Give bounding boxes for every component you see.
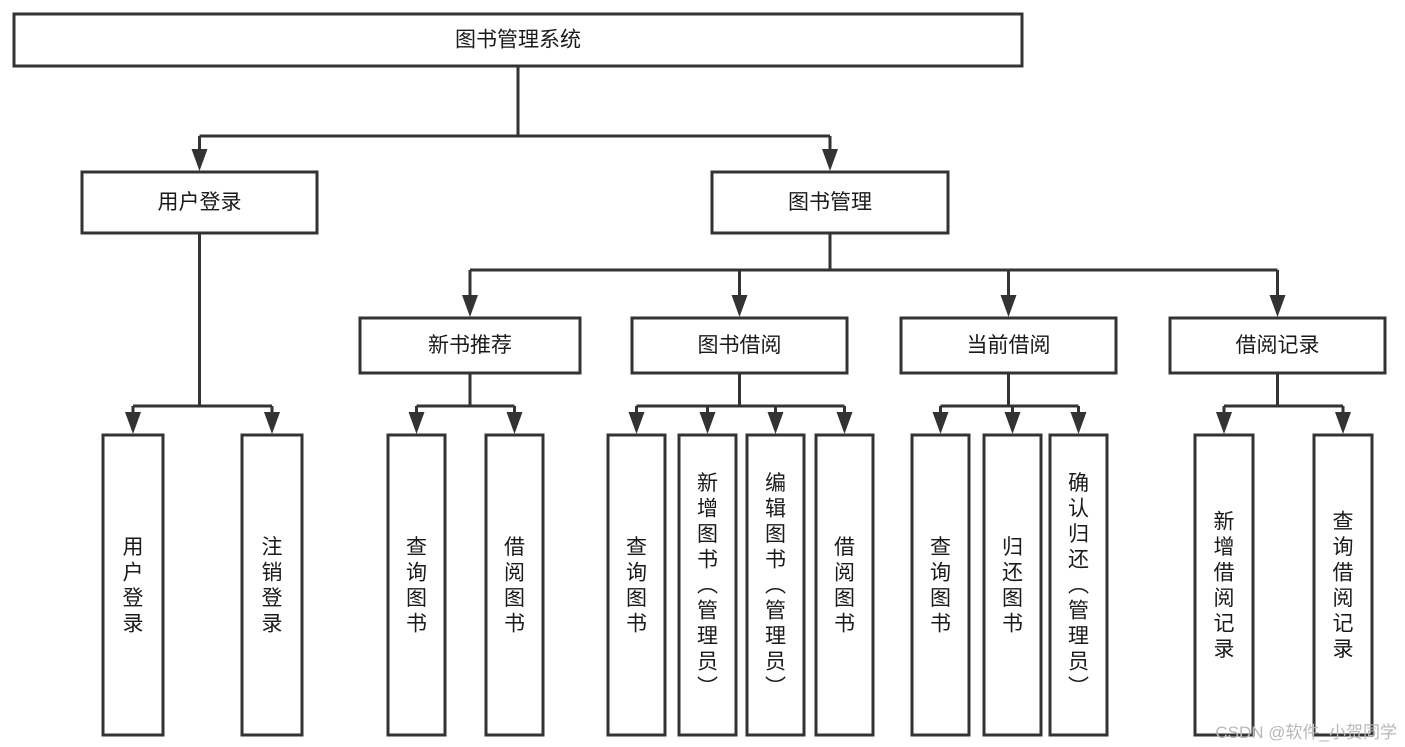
node-label-leaf-borrow-book-2: 借阅图书 [834, 536, 855, 636]
node-label-leaf-query-book-2: 查询图书 [626, 536, 647, 636]
node-leaf-user-login[interactable]: 用户登录 [101, 433, 165, 737]
connector-layer [125, 66, 1351, 434]
node-leaf-return-book[interactable]: 归还图书 [982, 433, 1043, 737]
node-new-book-rec[interactable]: 新书推荐 [358, 316, 582, 375]
connector-group-new-book-rec [408, 373, 523, 434]
node-box-current-borrow[interactable] [899, 316, 1118, 375]
connector-group-root [191, 66, 838, 171]
arrow-head-leaf-logout [264, 412, 280, 434]
node-user-login[interactable]: 用户登录 [80, 170, 319, 235]
node-book-manage[interactable]: 图书管理 [710, 170, 950, 235]
node-label-book-manage: 图书管理 [788, 191, 872, 214]
connector-group-borrow-record [1216, 373, 1351, 434]
node-box-borrow-record[interactable] [1168, 316, 1387, 375]
node-leaf-edit-book[interactable]: 编辑图书︵管理员︶ [745, 433, 806, 737]
arrow-head-leaf-add-record [1216, 412, 1232, 434]
node-box-new-book-rec[interactable] [358, 316, 582, 375]
node-label-leaf-user-login: 用户登录 [123, 536, 144, 636]
node-label-user-login: 用户登录 [158, 191, 242, 214]
node-root[interactable]: 图书管理系统 [12, 12, 1024, 68]
node-label-leaf-edit-book: 编辑图书︵管理员︶ [765, 472, 786, 699]
node-leaf-query-record[interactable]: 查询借阅记录 [1312, 433, 1374, 737]
node-box-leaf-query-record[interactable] [1312, 433, 1374, 737]
node-leaf-query-book-2[interactable]: 查询图书 [606, 433, 667, 737]
arrow-head-user-login [191, 149, 208, 171]
arrow-head-book-manage [822, 149, 838, 171]
arrow-head-leaf-query-book-2 [628, 412, 645, 434]
node-label-borrow-record: 借阅记录 [1236, 334, 1320, 357]
arrow-head-current-borrow [1000, 295, 1017, 317]
connector-group-book-borrow [628, 373, 853, 434]
node-box-user-login[interactable] [80, 170, 319, 235]
arrow-head-leaf-query-record [1335, 412, 1351, 434]
node-layer: 图书管理系统用户登录图书管理新书推荐图书借阅当前借阅借阅记录用户登录注销登录查询… [12, 12, 1387, 737]
node-leaf-add-record[interactable]: 新增借阅记录 [1193, 433, 1255, 737]
node-leaf-logout[interactable]: 注销登录 [240, 433, 304, 737]
node-box-leaf-confirm-return[interactable] [1048, 433, 1109, 737]
arrow-head-leaf-confirm-return [1070, 412, 1087, 434]
arrow-head-leaf-query-book-3 [932, 412, 949, 434]
node-label-book-borrow: 图书借阅 [698, 334, 782, 357]
connector-group-book-manage [462, 233, 1286, 317]
node-box-book-borrow[interactable] [630, 316, 849, 375]
connector-group-current-borrow [932, 373, 1087, 434]
arrow-head-leaf-add-book [699, 412, 716, 434]
node-label-root: 图书管理系统 [455, 29, 581, 52]
node-leaf-add-book[interactable]: 新增图书︵管理员︶ [677, 433, 738, 737]
node-label-leaf-logout: 注销登录 [262, 536, 283, 636]
arrow-head-leaf-borrow-book-2 [836, 412, 853, 434]
node-box-book-manage[interactable] [710, 170, 950, 235]
node-label-leaf-add-book: 新增图书︵管理员︶ [697, 472, 718, 699]
node-box-leaf-add-record[interactable] [1193, 433, 1255, 737]
node-label-new-book-rec: 新书推荐 [428, 334, 512, 357]
arrow-head-leaf-return-book [1004, 412, 1021, 434]
node-leaf-borrow-book-1[interactable]: 借阅图书 [484, 433, 545, 737]
node-box-leaf-query-book-3[interactable] [910, 433, 971, 737]
node-label-leaf-add-record: 新增借阅记录 [1214, 510, 1235, 661]
arrow-head-borrow-record [1269, 295, 1286, 317]
node-box-root[interactable] [12, 12, 1024, 68]
arrow-head-book-borrow [731, 295, 748, 317]
arrow-head-leaf-edit-book [767, 412, 784, 434]
arrow-head-leaf-query-book-1 [408, 412, 425, 434]
csdn-watermark: CSDN @软件_小贺同学 [1215, 723, 1397, 742]
node-box-leaf-add-book[interactable] [677, 433, 738, 737]
node-label-current-borrow: 当前借阅 [967, 334, 1051, 357]
connector-group-user-login [125, 233, 280, 434]
node-book-borrow[interactable]: 图书借阅 [630, 316, 849, 375]
node-box-leaf-borrow-book-2[interactable] [814, 433, 875, 737]
node-leaf-confirm-return[interactable]: 确认归还︵管理员︶ [1048, 433, 1109, 737]
node-box-leaf-return-book[interactable] [982, 433, 1043, 737]
node-box-leaf-edit-book[interactable] [745, 433, 806, 737]
node-leaf-borrow-book-2[interactable]: 借阅图书 [814, 433, 875, 737]
node-label-leaf-query-book-3: 查询图书 [930, 536, 951, 636]
arrow-head-leaf-borrow-book-1 [506, 412, 523, 434]
node-box-leaf-borrow-book-1[interactable] [484, 433, 545, 737]
node-label-leaf-return-book: 归还图书 [1002, 536, 1023, 636]
arrow-head-new-book-rec [462, 295, 478, 317]
arrow-head-leaf-user-login [125, 412, 141, 434]
node-box-leaf-user-login[interactable] [101, 433, 165, 737]
node-box-leaf-query-book-2[interactable] [606, 433, 667, 737]
node-label-leaf-query-record: 查询借阅记录 [1333, 510, 1354, 661]
node-current-borrow[interactable]: 当前借阅 [899, 316, 1118, 375]
node-label-leaf-query-book-1: 查询图书 [406, 536, 427, 636]
node-label-leaf-borrow-book-1: 借阅图书 [504, 536, 525, 636]
node-box-leaf-query-book-1[interactable] [386, 433, 447, 737]
node-label-leaf-confirm-return: 确认归还︵管理员︶ [1068, 472, 1089, 699]
node-box-leaf-logout[interactable] [240, 433, 304, 737]
node-leaf-query-book-3[interactable]: 查询图书 [910, 433, 971, 737]
node-leaf-query-book-1[interactable]: 查询图书 [386, 433, 447, 737]
node-borrow-record[interactable]: 借阅记录 [1168, 316, 1387, 375]
